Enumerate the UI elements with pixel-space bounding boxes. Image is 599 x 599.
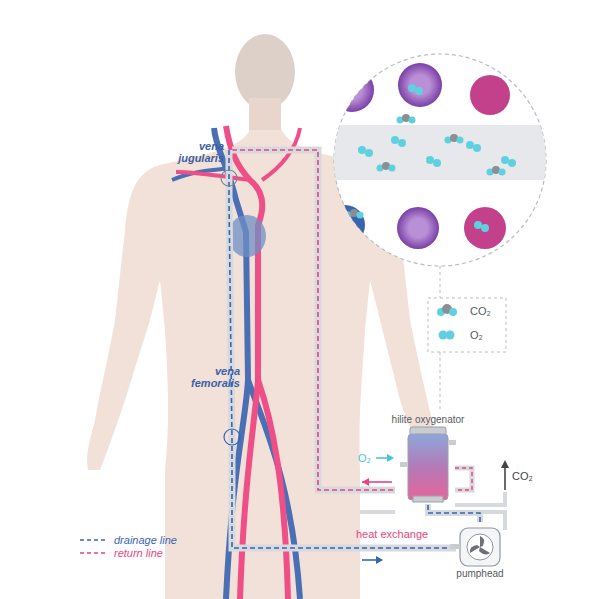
legend-row: drainage line — [114, 534, 177, 546]
drainage-tube — [229, 150, 456, 548]
connector-line — [428, 504, 480, 522]
connector-tube — [428, 504, 480, 522]
legend-label: CO₂ — [470, 305, 491, 317]
red-cell — [464, 207, 506, 249]
oxygenator: hilite oxygenator — [378, 414, 478, 508]
gas-tube — [455, 492, 505, 505]
artery — [176, 172, 250, 180]
artery — [262, 128, 300, 180]
annotation-label: heat exchange — [356, 528, 446, 540]
cannula — [221, 170, 237, 186]
legend-row: return line — [114, 547, 163, 559]
red-cell — [397, 207, 439, 249]
node-label: hilite oxygenator — [378, 414, 478, 426]
molecule-icon — [436, 327, 460, 343]
heart — [228, 215, 266, 257]
legend-label: return line — [114, 547, 163, 559]
pump-symbol — [450, 522, 510, 568]
leader-line — [440, 266, 441, 298]
pumphead: pumphead — [450, 522, 510, 594]
annotation-label: vena jugularis — [160, 140, 224, 164]
inset-content — [325, 63, 550, 249]
red-cell — [330, 68, 374, 112]
o2-arrow-head — [387, 454, 394, 462]
o2-molecules — [358, 84, 516, 232]
oxygenator-symbol — [389, 426, 467, 504]
red-cell — [325, 205, 365, 245]
heat-line — [455, 468, 472, 490]
membrane-band — [330, 125, 550, 180]
return-sample — [80, 552, 108, 554]
red-cell — [470, 75, 510, 115]
annotation-label: O₂ — [358, 452, 378, 464]
leader-line — [440, 352, 441, 412]
red-cell — [398, 63, 442, 107]
legend-row: CO₂ — [436, 303, 491, 319]
molecule-icon — [436, 303, 460, 319]
cannula — [224, 429, 240, 445]
flow-arrow-head — [376, 556, 383, 564]
flow-arrow-head — [362, 478, 369, 486]
co2-arrow-head — [501, 460, 509, 468]
artery — [258, 380, 288, 599]
co2-molecules — [345, 114, 506, 219]
drainage-sample — [80, 539, 108, 541]
heat-tube — [455, 468, 472, 490]
heat-tube — [360, 512, 505, 530]
drainage-line — [229, 150, 456, 548]
annotation-label: vena femoralis — [176, 365, 240, 389]
inset-legend-box — [428, 298, 506, 352]
node-label: pumphead — [450, 568, 510, 580]
legend-label: drainage line — [114, 534, 177, 546]
annotation-label: CO₂ — [512, 470, 542, 482]
legend-row: O₂ — [436, 327, 483, 343]
legend-label: O₂ — [470, 329, 483, 341]
